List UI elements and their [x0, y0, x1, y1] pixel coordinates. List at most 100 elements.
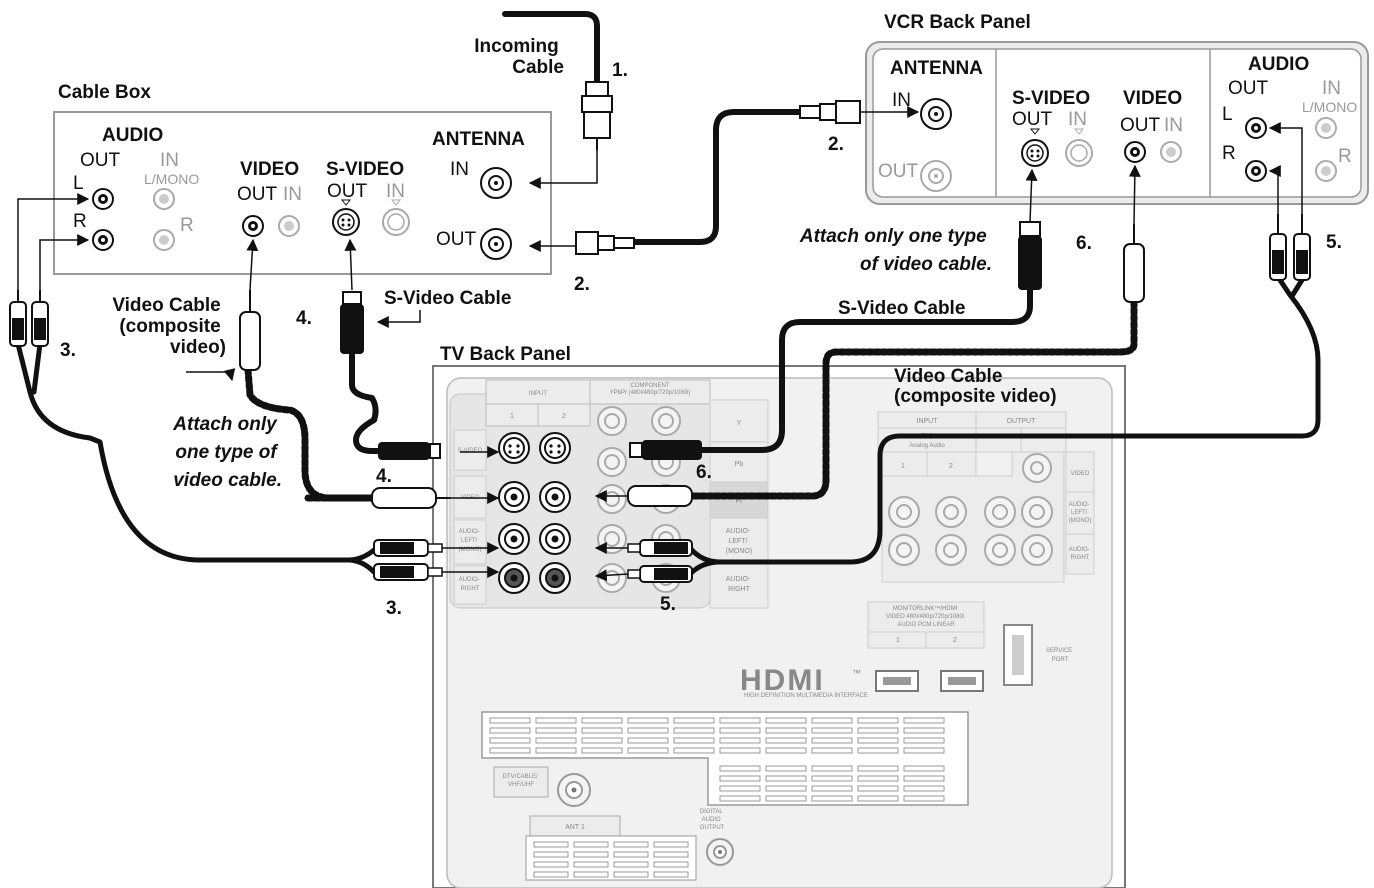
tv-hdmi-2-port[interactable] [940, 670, 984, 692]
rca-plugs-tv-right [627, 539, 693, 583]
step-1-label: 1. [612, 60, 628, 81]
vcr-antenna-in-jack[interactable] [920, 98, 952, 130]
tv-digital-audio-label: DIGITAL AUDIO OUTPUT [700, 809, 725, 831]
vcr-r-in-label: R [1338, 146, 1352, 167]
vcr-back-panel-title: VCR Back Panel [884, 12, 1031, 33]
vent-slot [765, 775, 807, 782]
cable-box-title: Cable Box [58, 82, 151, 103]
service-port-label: SERVICE PORT [1046, 648, 1074, 663]
tv-component-sub: YPbPr (480i/480p/720p/1080i) [610, 390, 691, 396]
vent-slot [857, 737, 899, 744]
vent-slot [535, 727, 577, 734]
cablebox-l-label: L [73, 173, 84, 194]
step-4-tv-label: 4. [376, 466, 392, 487]
composite-cable-left [244, 366, 376, 502]
tv-svideo-in1-jack[interactable] [498, 432, 530, 464]
incoming-f-connector [581, 81, 613, 150]
video-cable-left-label: Video Cable (composite video) [112, 295, 226, 358]
vcr-svideo-out-jack[interactable] [1021, 128, 1049, 167]
vcr-svideo-label: S-VIDEO [1012, 88, 1090, 109]
tv-right-audio-right-label: AUDIO- RIGHT [1069, 547, 1092, 561]
cablebox-video-out-label: OUT [237, 184, 278, 205]
cablebox-svideo-in-jack [382, 199, 410, 236]
vent-slot [573, 841, 609, 848]
tv-pb-label: Pb [735, 461, 744, 468]
vent-slot [489, 717, 531, 724]
coax-connector-vcr [799, 100, 861, 124]
tv-comp-audio-right-label: AUDIO- RIGHT [726, 576, 752, 593]
vent-slot [533, 871, 569, 878]
cablebox-svideo-out-jack[interactable] [332, 199, 360, 236]
vent-slot [533, 851, 569, 858]
vent-slot [811, 737, 853, 744]
tv-ant1-jack[interactable] [557, 773, 591, 807]
vent-slot [673, 717, 715, 724]
vent-slot [857, 765, 899, 772]
step-5-vcr-label: 5. [1326, 232, 1342, 253]
tv-digital-audio-jack[interactable] [706, 838, 734, 866]
tv-audio-left-in2-jack[interactable] [539, 523, 571, 555]
vent-slot [903, 727, 945, 734]
vent-slot [811, 775, 853, 782]
cablebox-video-label: VIDEO [240, 159, 299, 180]
vcr-video-out-jack[interactable] [1124, 141, 1146, 163]
tv-video-in2-jack[interactable] [539, 481, 571, 513]
vent-slots [489, 717, 945, 802]
tv-svideo-in2-jack[interactable] [539, 432, 571, 464]
tv-ant1-label: ANT 1 [565, 824, 585, 831]
cablebox-audio-out-r-jack[interactable] [92, 229, 114, 251]
tv-audio-right-in1-jack[interactable] [498, 562, 530, 594]
tv-hdmi-1-port[interactable] [875, 670, 919, 692]
cablebox-svideo-label: S-VIDEO [326, 159, 404, 180]
vent-slot [535, 717, 577, 724]
vent-slot [581, 747, 623, 754]
vent-slot [719, 795, 761, 802]
vent-slot [765, 717, 807, 724]
cablebox-audio-in-label: IN [160, 150, 179, 171]
vent-slot [489, 727, 531, 734]
cablebox-video-out-jack[interactable] [242, 215, 264, 237]
tv-analog-audio-label: Analog Audio [909, 443, 945, 449]
tv-vent-grille [481, 711, 969, 806]
vent-slot [811, 785, 853, 792]
cablebox-svideo-in-label: IN [386, 181, 405, 202]
vent-slot [857, 747, 899, 754]
vent-slot [613, 871, 649, 878]
tv-video-in1-jack[interactable] [498, 481, 530, 513]
vent-slot [573, 861, 609, 868]
vent-slot [811, 795, 853, 802]
cablebox-audio-label: AUDIO [102, 125, 163, 146]
vcr-antenna-label: ANTENNA [890, 58, 983, 79]
tv-right-video-label: VIDEO [1071, 471, 1090, 477]
vent-slot [765, 795, 807, 802]
cablebox-audio-out-l-jack[interactable] [92, 188, 114, 210]
vent-slot [857, 775, 899, 782]
composite-plug-tv-left [371, 487, 450, 509]
vcr-audio-out-l-jack[interactable] [1245, 117, 1267, 139]
vent-slot [653, 871, 689, 878]
audio-cable-cablebox-to-tv-l [15, 341, 351, 563]
rca-plugs-cablebox [9, 290, 49, 347]
vent-slot [719, 765, 761, 772]
cable-box: AUDIO OUT IN L/MONO L R R VIDEO OUT IN S… [53, 111, 552, 275]
vcr-antenna-out-jack [920, 160, 952, 192]
vent-slot [811, 765, 853, 772]
tv-audio-left-label: AUDIO- LEFT/ (MONO) [459, 529, 482, 553]
tv-input-2: 2 [562, 413, 566, 420]
tv-back-panel-title: TV Back Panel [440, 344, 571, 365]
tv-audio-left-in1-jack[interactable] [498, 523, 530, 555]
vcr-svideo-in-label: IN [1068, 109, 1087, 130]
cablebox-antenna-in-jack[interactable] [480, 167, 512, 199]
vent-slot [673, 747, 715, 754]
video-cable-right-label: Video Cable (composite video) [894, 366, 1057, 407]
tv-audio-right-in2-jack[interactable] [539, 562, 571, 594]
vcr-audio-out-r-jack[interactable] [1245, 160, 1267, 182]
vcr-video-in-label: IN [1164, 115, 1183, 136]
vent-slot [765, 737, 807, 744]
cablebox-antenna-out-jack[interactable] [480, 228, 512, 260]
composite-plug-tv-right [627, 485, 693, 507]
step-6-tv-label: 6. [696, 462, 712, 483]
cables [15, 11, 1321, 577]
rca-plugs-vcr [1269, 214, 1311, 281]
composite-cable-right [688, 298, 1138, 500]
